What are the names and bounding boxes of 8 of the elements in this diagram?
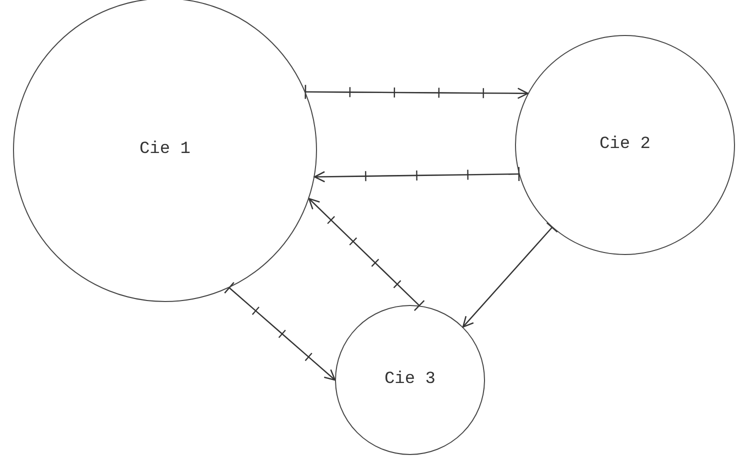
company-label: Cie 3: [384, 369, 436, 392]
arrow: [304, 84, 530, 99]
arrow: [313, 167, 520, 182]
arrow: [224, 282, 336, 381]
company-label: Cie 2: [599, 134, 650, 156]
arrow: [308, 198, 425, 311]
company-label: Cie 1: [139, 139, 190, 162]
arrow: [462, 222, 558, 328]
